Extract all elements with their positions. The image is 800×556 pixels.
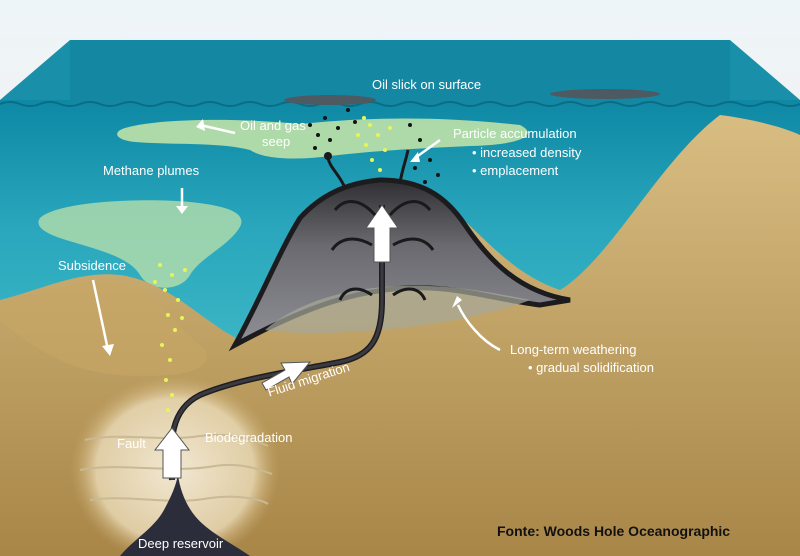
oil-slick-left <box>284 95 376 105</box>
seep-stems <box>326 149 410 189</box>
label-oil-gas-seep-line1: Oil and gas <box>240 118 306 133</box>
label-subsidence: Subsidence <box>58 258 126 273</box>
methane-plume-lower <box>38 200 242 288</box>
mound-inner-layer <box>265 285 530 333</box>
pointer-long-term-weathering <box>456 304 501 352</box>
label-methane-plumes: Methane plumes <box>103 163 200 178</box>
deep-reservoir-shape <box>120 475 250 556</box>
pointer-oil-gas-seep <box>199 123 236 135</box>
pointer-particle-accumulation <box>414 138 441 160</box>
pointer-arrow-heads <box>102 119 462 356</box>
label-increased-density: • increased density <box>472 145 582 160</box>
oil-droplets <box>308 108 440 184</box>
label-oil-slick: Oil slick on surface <box>372 77 482 92</box>
mound-flow-arrows <box>330 200 435 301</box>
fluid-migration-path-highlight <box>169 205 384 481</box>
pointer-subsidence <box>91 279 110 351</box>
pointer-arrows <box>91 123 501 352</box>
surface-waves <box>0 101 800 107</box>
oil-slick-right <box>550 89 660 99</box>
label-particle-accumulation: Particle accumulation <box>453 126 577 141</box>
arrow-fault-up <box>153 427 191 479</box>
source-credit: Fonte: Woods Hole Oceanographic <box>497 523 731 539</box>
reservoir-strata <box>79 433 273 505</box>
label-fault: Fault <box>117 436 146 451</box>
arrow-fluid-migration <box>261 361 312 391</box>
label-deep-reservoir: Deep reservoir <box>138 536 224 551</box>
label-oil-gas-seep-line2: seep <box>262 134 291 149</box>
seep-stem-tip-left <box>324 152 332 160</box>
label-long-term-weathering: Long-term weathering <box>510 342 637 357</box>
gas-bubbles <box>153 116 392 412</box>
label-gradual-solidification: • gradual solidification <box>528 360 654 375</box>
label-emplacement: • emplacement <box>472 163 559 178</box>
arrow-mound-core <box>365 204 399 263</box>
label-biodegradation: Biodegradation <box>205 430 293 445</box>
